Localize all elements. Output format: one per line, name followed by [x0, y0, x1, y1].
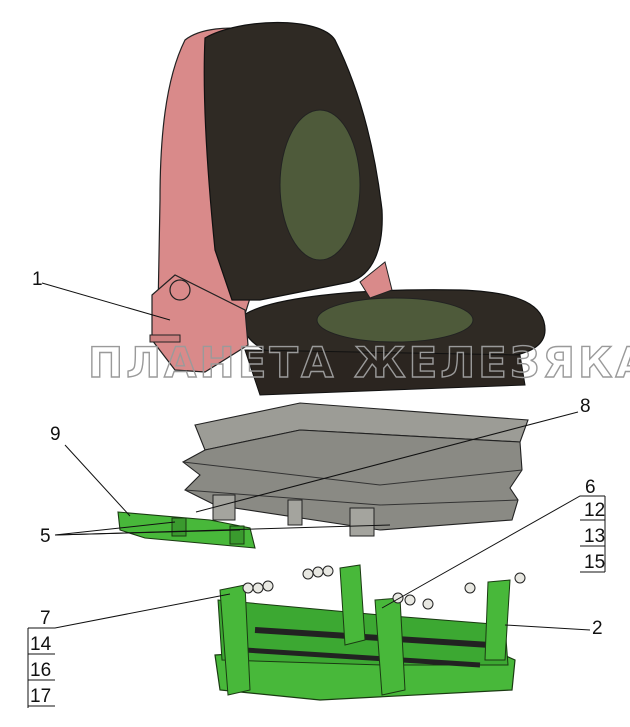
leader-2: [504, 624, 591, 631]
seat-assembly: [149, 21, 546, 396]
bellows-tab-2: [287, 499, 303, 526]
callout-15: 15: [584, 552, 605, 573]
bellows-cover: [181, 402, 529, 537]
leader-8: [195, 411, 579, 513]
bellows-fold-2: [184, 489, 519, 506]
rear-support: [359, 261, 393, 299]
callout-9: 9: [50, 424, 61, 445]
callout-7: 7: [40, 608, 51, 629]
leader-5c: [54, 524, 391, 536]
callout-13: 13: [584, 526, 605, 547]
cross-bar-2: [244, 647, 481, 668]
backrest-inset: [279, 109, 361, 261]
callout-labels: 1 9 8 5 6 12 13 15 7 14 16 17 2: [30, 269, 605, 707]
leader-5a: [54, 521, 176, 536]
hinge-knob: [169, 279, 191, 301]
leader-lines: [27, 282, 606, 708]
callout-2: 2: [592, 618, 603, 639]
callout-6: 6: [585, 477, 596, 498]
arm-rear-right: [484, 579, 511, 661]
callout-12: 12: [584, 500, 605, 521]
fastener-set: [242, 565, 526, 610]
arm-rear-left: [339, 564, 366, 646]
cross-bar-1: [254, 627, 491, 648]
callout-1: 1: [32, 269, 43, 290]
leader-9: [64, 444, 131, 517]
leader-7: [28, 593, 231, 629]
bracket-block-1: [171, 517, 187, 537]
leader-1: [41, 282, 171, 321]
callout-17: 17: [30, 686, 51, 707]
watermark-text: ПЛАНЕТА ЖЕЛЕЗЯКА: [88, 338, 630, 387]
callout-5: 5: [40, 526, 51, 547]
callout-16: 16: [30, 660, 51, 681]
seat-base: [244, 349, 526, 396]
leader-6: [381, 495, 605, 609]
bellows-body: [181, 429, 523, 531]
bellows-tab-1: [212, 494, 236, 521]
bracket-block-2: [229, 525, 245, 545]
arm-front-left: [219, 584, 251, 696]
suspension-mechanism: [214, 564, 526, 701]
arm-front-right: [374, 597, 406, 696]
seat-inset: [316, 297, 474, 343]
callout-8: 8: [580, 396, 591, 417]
bellows-fold-1: [182, 461, 523, 486]
bellows-tab-3: [349, 507, 375, 537]
lever: [149, 334, 181, 343]
callout-14: 14: [30, 634, 52, 655]
